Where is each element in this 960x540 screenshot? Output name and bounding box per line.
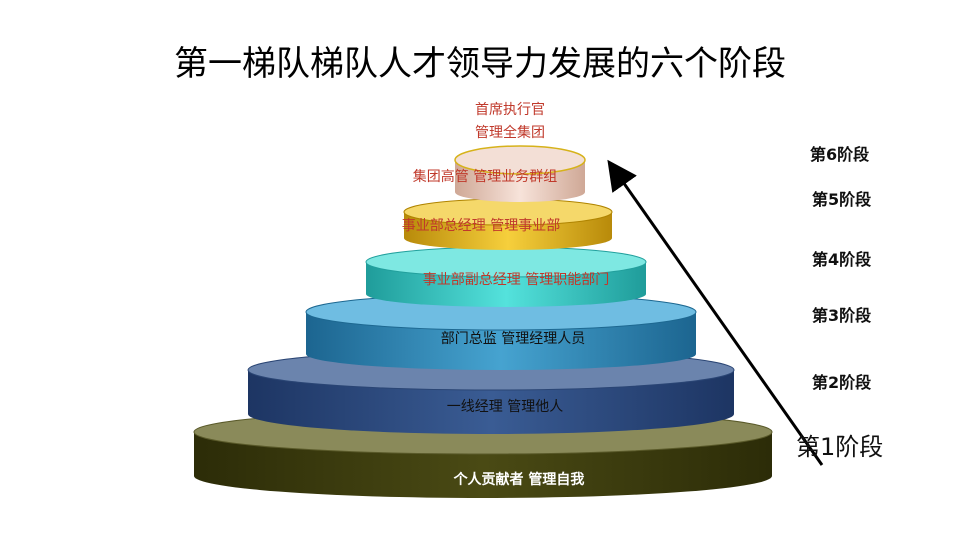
- tier-1-label: 个人贡献者 管理自我: [453, 472, 585, 488]
- stage-4-label: 第4阶段: [812, 250, 872, 269]
- tier-4-disc: [365, 246, 647, 307]
- stage-3-label: 第3阶段: [812, 306, 872, 325]
- stage-2-label: 第2阶段: [812, 373, 872, 392]
- tier-5-label: 事业部总经理 管理事业部: [401, 218, 561, 234]
- stage-1-label: 第1阶段: [796, 433, 884, 461]
- tier-6-disc: [454, 145, 586, 202]
- tier-3-disc: [305, 293, 697, 370]
- tier-5-disc: [403, 198, 613, 250]
- top-title-line1: 首席执行官: [475, 102, 545, 118]
- top-title-line2: 管理全集团: [475, 125, 545, 141]
- page-title: 第一梯队梯队人才领导力发展的六个阶段: [174, 44, 786, 84]
- tier-6-label: 集团高管 管理业务群组: [412, 169, 558, 185]
- tier-4-label: 事业部副总经理 管理职能部门: [422, 272, 610, 288]
- tier-2-label: 一线经理 管理他人: [446, 399, 564, 415]
- progress-arrow: [607, 159, 824, 466]
- tier-3-label: 部门总监 管理经理人员: [440, 331, 586, 347]
- stage-6-label: 第6阶段: [810, 145, 870, 164]
- stage-5-label: 第5阶段: [812, 190, 872, 209]
